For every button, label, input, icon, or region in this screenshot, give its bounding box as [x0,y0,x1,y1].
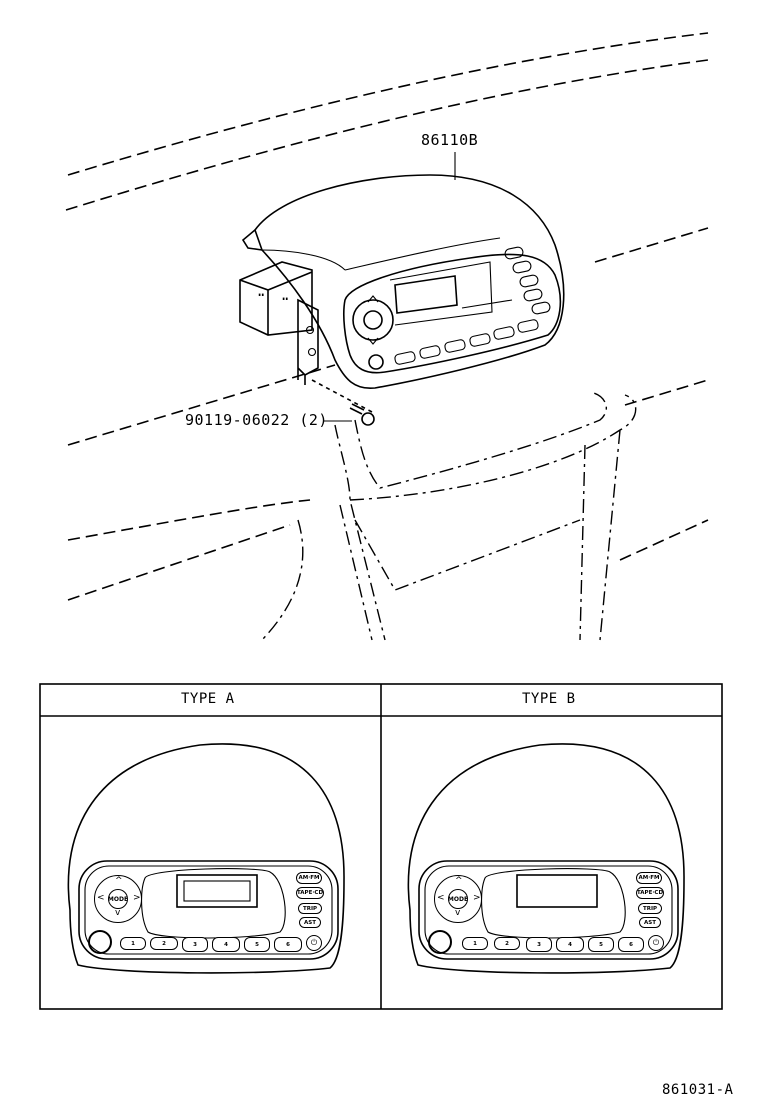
screw [311,379,375,426]
type-b-header: TYPE B [522,691,576,707]
type-b-trip-button[interactable]: TRIP [638,903,662,914]
part-label-screw: 90119-06022 (2) [185,411,328,429]
console-curve [261,519,304,641]
type-a-am-fm-button[interactable]: AM·FM [296,872,322,884]
type-a-mode-button[interactable]: MODE [108,889,128,909]
display-window [394,275,458,314]
dash-line-left-3 [67,524,291,601]
type-b-left-arrow[interactable]: < [437,893,445,903]
type-b-am-fm-button[interactable]: AM·FM [636,872,662,884]
chassis-box [239,261,313,336]
svg-text:∎∎: ∎∎ [282,296,288,302]
type-a-left-arrow[interactable]: < [97,893,105,903]
installation-diagram: ∎∎ ∎∎ [65,32,709,641]
type-b-preset-3[interactable]: 3 [526,937,552,952]
dash-line-right-2 [624,379,709,406]
type-a-preset-6[interactable]: 6 [274,937,302,952]
type-a-preset-5[interactable]: 5 [244,937,270,952]
windshield-line-2 [65,59,709,211]
type-b-down-arrow[interactable]: v [455,908,461,918]
type-b-tape-cd-button[interactable]: TAPE·CD [636,887,664,899]
dash-line-left-1 [67,364,336,446]
type-a-tape-cd-button[interactable]: TAPE·CD [296,887,324,899]
type-a-preset-1[interactable]: 1 [120,937,146,950]
type-b-mode-button[interactable]: MODE [448,889,468,909]
head-unit-cover [254,174,565,389]
type-a-preset-3[interactable]: 3 [182,937,208,952]
faceplate [343,253,562,374]
console-panel [354,391,608,489]
power-knob [368,354,384,370]
type-a-preset-2[interactable]: 2 [150,937,178,950]
mounting-bracket [297,298,319,385]
type-b-power-volume-knob[interactable] [428,930,452,954]
type-a-ast-button[interactable]: AST [299,917,321,928]
type-b-preset-4[interactable]: 4 [556,937,584,952]
type-a-power-button[interactable]: ⏻ [306,935,322,951]
type-a-header: TYPE A [181,691,235,707]
type-a-right-arrow[interactable]: > [133,893,141,903]
type-b-up-arrow[interactable]: ^ [455,876,463,886]
part-label-head-unit: 86110B [421,131,479,149]
dash-line-right [594,227,709,263]
type-b-control-ring[interactable] [434,875,482,923]
mode-knob [363,310,383,330]
type-b-right-arrow[interactable]: > [473,893,481,903]
console-outline [334,394,637,641]
type-b-preset-1[interactable]: 1 [462,937,488,950]
type-b-ast-button[interactable]: AST [639,917,661,928]
type-a-preset-4[interactable]: 4 [212,937,240,952]
cover-inner-edge [261,237,501,271]
diagram-code: 861031-A [662,1082,734,1098]
type-a-control-ring[interactable] [94,875,142,923]
type-a-power-volume-knob[interactable] [88,930,112,954]
type-b-preset-6[interactable]: 6 [618,937,644,952]
svg-text:∎∎: ∎∎ [258,292,264,298]
preset-row [394,319,539,365]
cover-tab [241,229,263,251]
type-b-preset-5[interactable]: 5 [588,937,614,952]
type-b-power-button[interactable]: ⏻ [648,935,664,951]
dash-line-right-3 [619,519,709,561]
type-a-trip-button[interactable]: TRIP [298,903,322,914]
control-ring [352,299,394,341]
type-b-preset-2[interactable]: 2 [494,937,520,950]
windshield-line-1 [67,32,709,176]
dash-line-left-2 [67,499,311,541]
type-a-up-arrow[interactable]: ^ [115,876,123,886]
type-a-down-arrow[interactable]: v [115,908,121,918]
side-buttons [504,246,551,315]
